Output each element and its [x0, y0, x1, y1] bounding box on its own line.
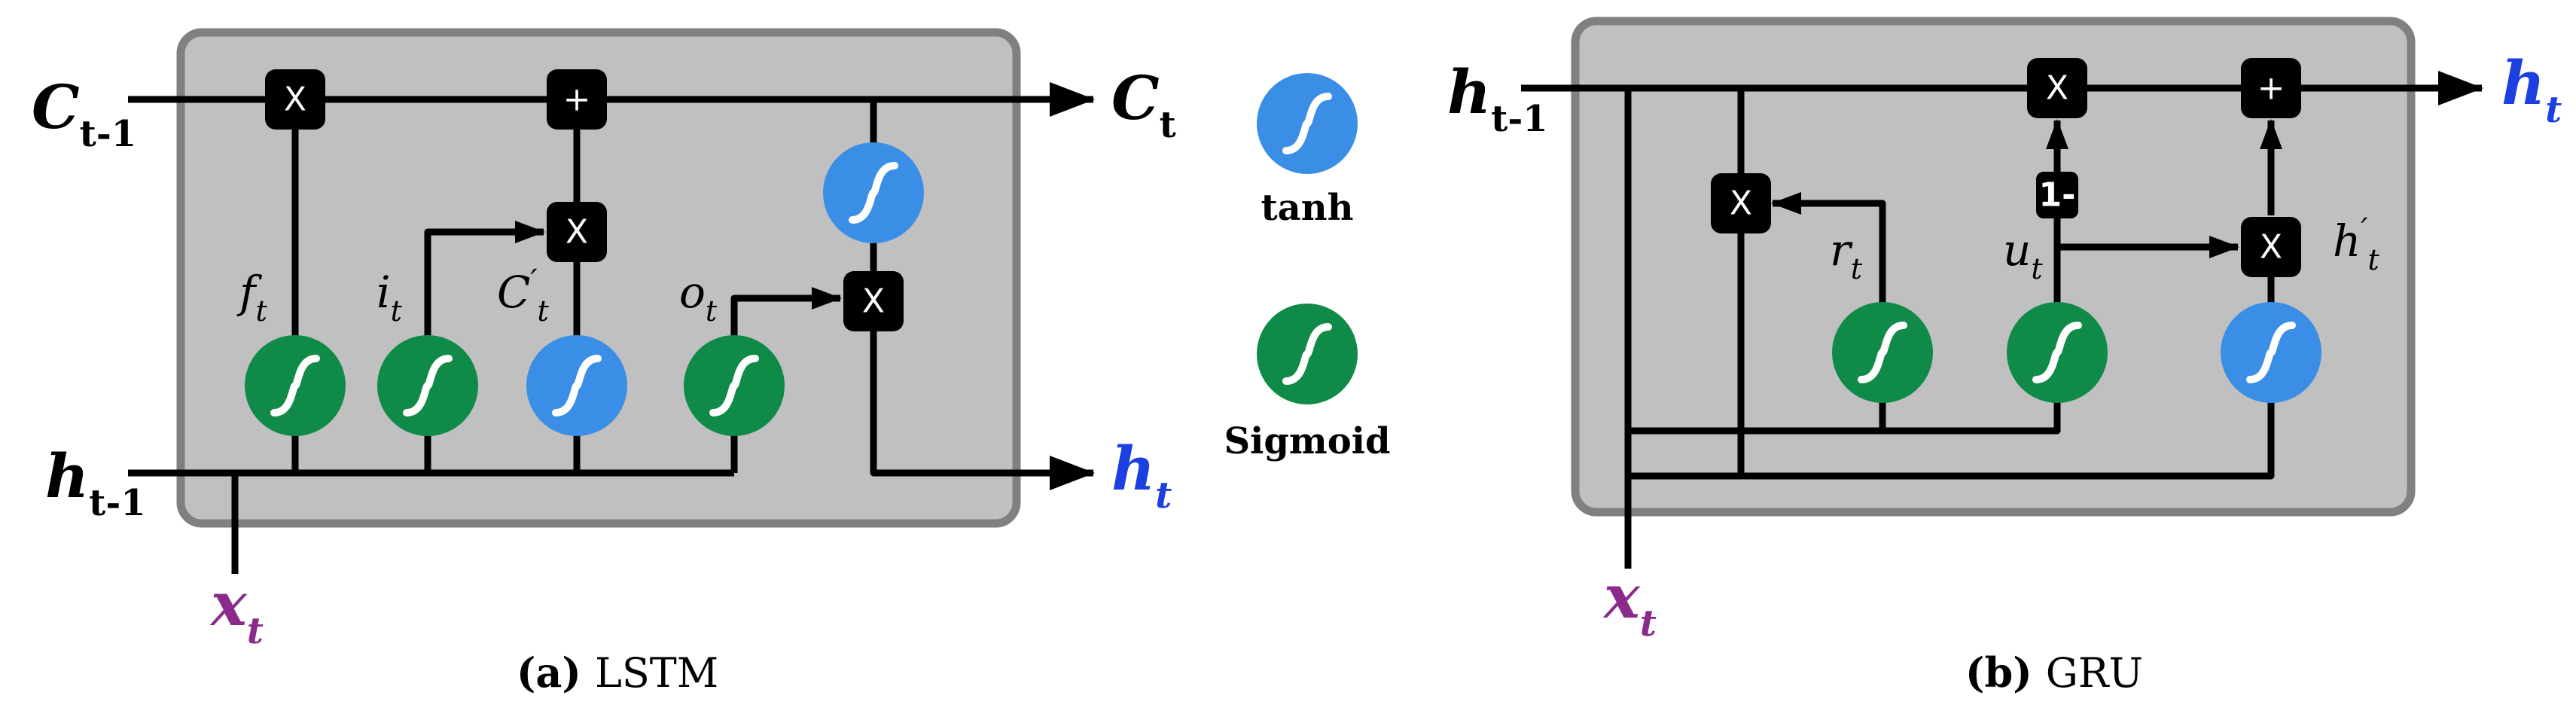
gru-hprime-label: h′t	[2333, 212, 2379, 276]
legend-tanh-label: tanh	[1261, 187, 1353, 229]
lstm-o-to-mul	[730, 287, 842, 339]
lstm-caption: (a)LSTM	[517, 648, 718, 697]
gru-r-to-mul	[1771, 192, 1886, 303]
gru-u-label: ut	[2003, 224, 2043, 285]
gru-keep-mul: X	[2027, 58, 2087, 118]
lstm-output-gate	[684, 335, 785, 436]
mul-symbol: X	[566, 213, 588, 252]
lstm-output-mul: X	[843, 271, 904, 331]
lstm-forget-gate	[245, 335, 346, 436]
lstm-input-mul: X	[547, 202, 607, 262]
lstm-state-tanh	[823, 142, 924, 243]
mul-symbol: X	[862, 282, 885, 321]
mul-symbol: X	[284, 81, 306, 119]
gru-diagram: X X + 1- X ht-1 ht xt rt	[1447, 17, 2562, 697]
legend: tanh Sigmoid	[1224, 73, 1391, 462]
gru-lower-bus	[1628, 398, 2275, 480]
lstm-h-out-label: ht	[1111, 433, 1172, 517]
gru-cell-box	[1571, 17, 2416, 517]
gru-r-label: rt	[1830, 224, 1863, 285]
lstm-candidate-gate	[526, 335, 627, 436]
lstm-add: +	[547, 69, 607, 130]
legend-sigmoid: Sigmoid	[1224, 304, 1391, 462]
gru-upper-bus	[1628, 398, 2061, 435]
lstm-output-line	[870, 301, 1095, 490]
lstm-cprime-label: C′t	[497, 264, 549, 328]
lstm-diagram: X + X X Ct-1 Ct ht-1 ht xt f	[32, 28, 1176, 697]
lstm-h-prev-label: ht-1	[45, 441, 146, 524]
legend-tanh: tanh	[1257, 73, 1358, 229]
gru-candidate-gate	[2221, 302, 2321, 403]
add-symbol: +	[563, 81, 591, 119]
lstm-i-label: it	[376, 267, 403, 328]
gru-x-label: xt	[1602, 561, 1657, 645]
mul-symbol: X	[2046, 69, 2068, 108]
lstm-i-to-mul	[424, 221, 545, 339]
gru-update-mul: X	[2241, 217, 2301, 277]
gru-reset-mul: X	[1711, 173, 1771, 233]
legend-sigmoid-label: Sigmoid	[1224, 420, 1390, 462]
lstm-x-label: xt	[209, 569, 264, 652]
gru-reset-gate	[1832, 302, 1933, 403]
lstm-forget-mul: X	[265, 69, 325, 130]
mul-symbol: X	[1730, 185, 1752, 223]
gru-update-gate	[2007, 302, 2108, 403]
lstm-input-gate	[377, 335, 478, 436]
one-minus-symbol: 1-	[2039, 176, 2076, 215]
gru-h-out-label: ht	[2501, 47, 2562, 131]
gru-add: +	[2241, 58, 2301, 118]
add-symbol: +	[2257, 69, 2285, 108]
gru-caption: (b)GRU	[1965, 648, 2143, 697]
lstm-o-label: ot	[679, 267, 718, 328]
gru-one-minus: 1-	[2036, 172, 2078, 218]
lstm-c-prev-label: Ct-1	[32, 72, 136, 155]
mul-symbol: X	[2260, 228, 2282, 267]
gru-h-prev-label: ht-1	[1447, 56, 1548, 140]
lstm-c-out-label: Ct	[1111, 63, 1176, 146]
